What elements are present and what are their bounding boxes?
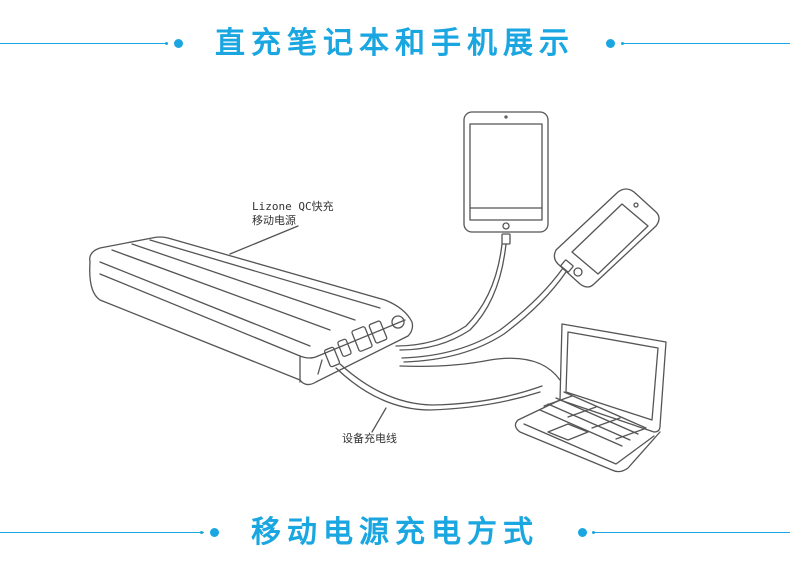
- header-banner: 直充笔记本和手机展示: [0, 24, 790, 64]
- header-left-dot: [174, 39, 183, 48]
- cable-label: 设备充电线: [342, 432, 397, 445]
- header-left-rule: [0, 43, 168, 44]
- footer-title: 移动电源充电方式: [251, 515, 539, 550]
- phone-icon: [553, 188, 660, 288]
- header-left-tick: [165, 42, 168, 45]
- power-bank-icon: [89, 236, 414, 386]
- footer-right-tick: [592, 531, 595, 534]
- cable-callout-leader: [371, 407, 387, 433]
- header-title: 直充笔记本和手机展示: [215, 26, 575, 61]
- charging-cables: [335, 243, 567, 411]
- footer-right-dot: [578, 528, 587, 537]
- power-bank-label-line1: Lizone QC快充: [252, 200, 334, 213]
- footer-left-dot: [210, 528, 219, 537]
- power-bank-label: Lizone QC快充 移动电源: [252, 200, 334, 228]
- footer-left-tick: [200, 531, 203, 534]
- tablet-icon: [463, 111, 549, 245]
- footer-banner: 移动电源充电方式: [0, 513, 790, 553]
- footer-right-rule: [594, 532, 790, 533]
- header-right-rule: [622, 43, 790, 44]
- header-right-dot: [606, 39, 615, 48]
- laptop-icon: [514, 323, 667, 473]
- footer-left-rule: [0, 532, 204, 533]
- power-bank-label-line2: 移动电源: [252, 214, 296, 227]
- power-bank-callout-leader: [229, 225, 299, 255]
